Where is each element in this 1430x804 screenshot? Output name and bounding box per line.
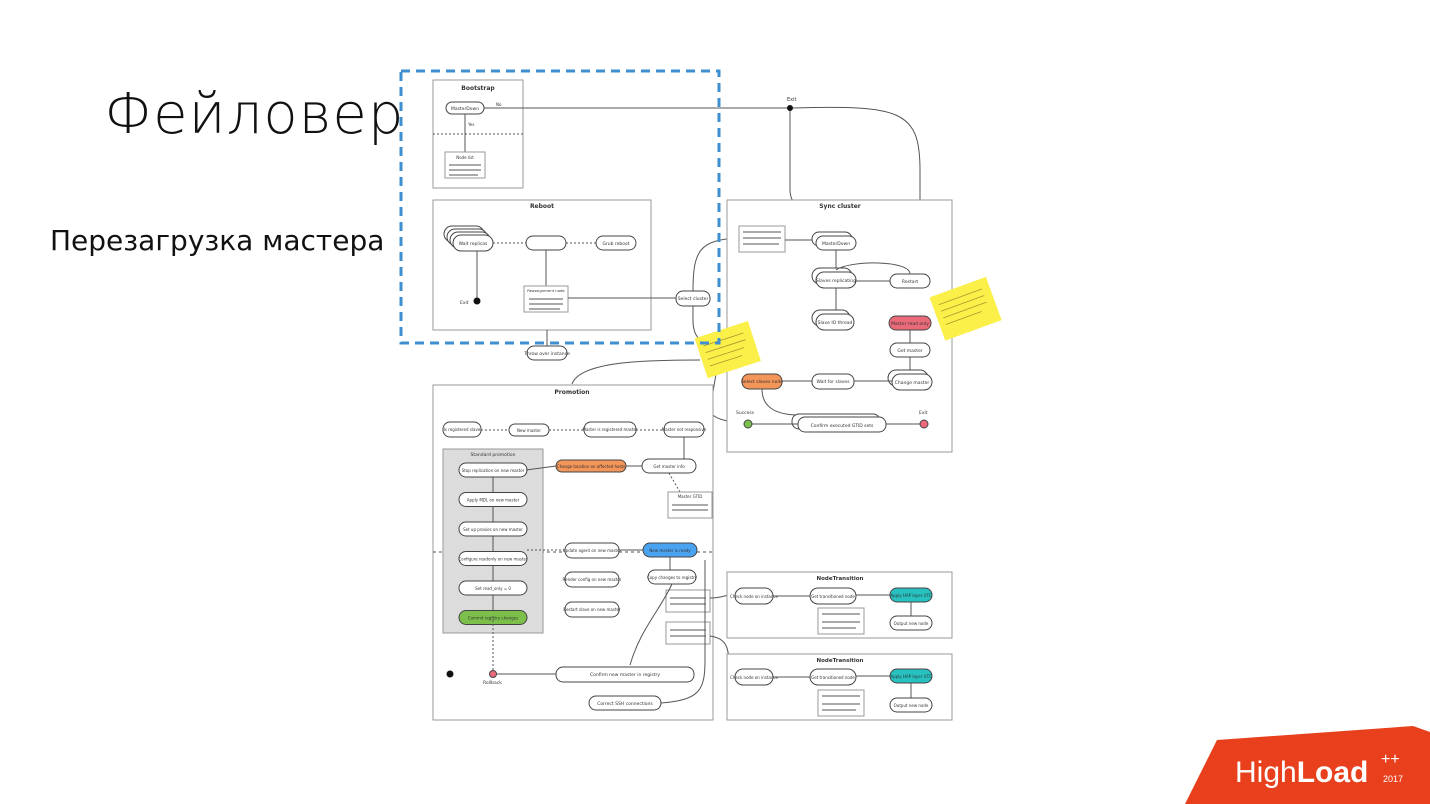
standard-promotion-title: Standard promotion: [470, 452, 515, 458]
standard-step-4: [458, 551, 528, 566]
standard-step-2-label: Apply MDL on new master: [467, 498, 520, 503]
reboot-reassign-title: Reassignment node: [527, 288, 565, 293]
slide-subtitle: Перезагрузка мастера: [50, 224, 385, 257]
sync-change-master: [891, 373, 933, 391]
nt1-check-node-label: Check node on instance: [730, 594, 779, 599]
nt2-get-transitioned-label: Get transitioned node: [811, 675, 855, 680]
reboot-exit-dot: [473, 297, 481, 305]
nt2-output-node: [889, 697, 933, 713]
sync-master-read-only-label: Master read only: [891, 321, 929, 327]
bootstrap-node-list-title: Node list: [456, 155, 474, 160]
nt1-output-node-label: Output new node: [894, 621, 929, 626]
promo-start-dot: [446, 670, 454, 678]
nt2-output-node-label: Output new node: [894, 703, 929, 708]
promo-restart-slave: [564, 601, 620, 618]
standard-step-3: [458, 521, 528, 537]
promo-copy-changes-label: Copy changes to registry: [647, 575, 698, 580]
sync-cluster-title: Sync cluster: [819, 203, 861, 210]
nt1-apply-haproxy-label: Apply HAP layer UTC: [890, 593, 931, 598]
promo-rollback-dot: [489, 670, 497, 678]
standard-step-3-label: Set up proxies on new master: [463, 527, 523, 532]
promo-new-master-label: New master: [517, 428, 541, 433]
logo-brand-bold: Load: [1297, 756, 1369, 789]
select-cluster-label: Select cluster: [678, 296, 709, 302]
promo-correct-ssh-label: Correct SSH connections: [597, 701, 653, 707]
bootstrap-yes-label: Yes: [467, 122, 474, 127]
standard-step-2: [458, 492, 528, 507]
sync-wait-slaves-label: Wait for slaves: [816, 379, 850, 385]
sync-slave-io: [815, 313, 855, 331]
sync-exit-dot: [919, 419, 929, 429]
promo-rollback-label: Rollback: [483, 680, 502, 686]
nt2-check-node-label: Check node on instance: [730, 675, 779, 680]
nt1-output-node: [889, 615, 933, 631]
promo-render-config: [564, 571, 620, 588]
logo-brand-light: High: [1235, 756, 1297, 789]
promo-new-master-ready-label: New master is ready: [649, 548, 691, 553]
sync-success-dot: [743, 419, 753, 429]
highload-logo: HighLoad ++ 2017: [1185, 726, 1430, 804]
svg-text:HighLoad: HighLoad: [1235, 756, 1368, 789]
sync-get-master-label: Get master: [897, 348, 922, 354]
highlight-frame: [399, 69, 721, 345]
node-transition-1-title: NodeTransition: [817, 576, 864, 582]
throw-over-label: Throw over instance: [523, 351, 570, 357]
promo-restart-slave-label: Restart slave on new master: [563, 607, 621, 612]
standard-step-4-label: Configure readonly on new master: [458, 557, 528, 562]
sync-restart-label: Restart: [902, 279, 918, 285]
standard-step-5: [458, 580, 528, 596]
reboot-exit-label: Exit: [460, 300, 469, 306]
sync-select-slaves-label: Select slaves node: [741, 379, 783, 385]
logo-sup: ++: [1381, 751, 1400, 768]
logo-background: [1185, 726, 1430, 804]
nt2-apply-haproxy-label: Apply HAP layer UTC: [890, 674, 931, 679]
promo-get-master-info-label: Get master info: [653, 464, 685, 469]
exit-dot-top: [787, 105, 793, 111]
sync-slaves-replicating-label: Slaves replicating: [816, 278, 856, 284]
promo-master-responsive-label: Master not responsive: [662, 427, 707, 432]
promo-confirm-registry: [555, 666, 695, 683]
sticky-note-1: [694, 321, 761, 379]
sync-confirm-gtid-label: Confirm executed GTID sets: [811, 423, 874, 429]
bootstrap-master-down-label: MasterDown: [451, 106, 479, 112]
promo-master-registered-label: Master is registered master: [582, 427, 637, 432]
sticky-note-2: [929, 276, 1002, 341]
sync-exit-label: Exit: [919, 410, 928, 416]
promo-is-registered-label: Is registered slave: [444, 427, 481, 432]
promo-master-gtid-label: Master GTID: [678, 494, 703, 499]
sync-change-master-label: Change master: [895, 380, 930, 386]
nt1-get-transitioned-label: Get transitioned node: [811, 594, 855, 599]
sync-master-down-label: MasterDown: [822, 241, 850, 247]
promotion-title: Promotion: [554, 389, 589, 396]
logo-year: 2017: [1383, 774, 1403, 784]
reboot-title: Reboot: [530, 203, 554, 210]
reboot-mid-pill: [525, 235, 567, 251]
promo-render-config-label: Render config on new master: [563, 577, 622, 582]
slide-title: Фейловер: [104, 82, 405, 147]
promo-update-agent-label: Update agent on new master: [563, 548, 622, 553]
standard-step-1-label: Stop replication on new master: [462, 468, 525, 473]
exit-label-top: Exit: [787, 97, 797, 103]
node-transition-2-title: NodeTransition: [817, 658, 864, 664]
promo-change-location-label: Change location on affected hosts: [557, 464, 625, 469]
standard-step-5-label: Set read_only = 0: [475, 586, 511, 591]
bootstrap-title: Bootstrap: [461, 85, 495, 92]
reboot-grub-label: Grub reboot: [602, 241, 629, 247]
sync-success-label: Success: [736, 410, 755, 416]
sync-slave-io-label: Slave IO thread: [818, 320, 853, 326]
bootstrap-no-label: No: [496, 102, 502, 107]
promo-confirm-registry-label: Confirm new master in registry: [590, 672, 660, 678]
reboot-wait-replicas-label: Wait replicas: [459, 241, 488, 247]
